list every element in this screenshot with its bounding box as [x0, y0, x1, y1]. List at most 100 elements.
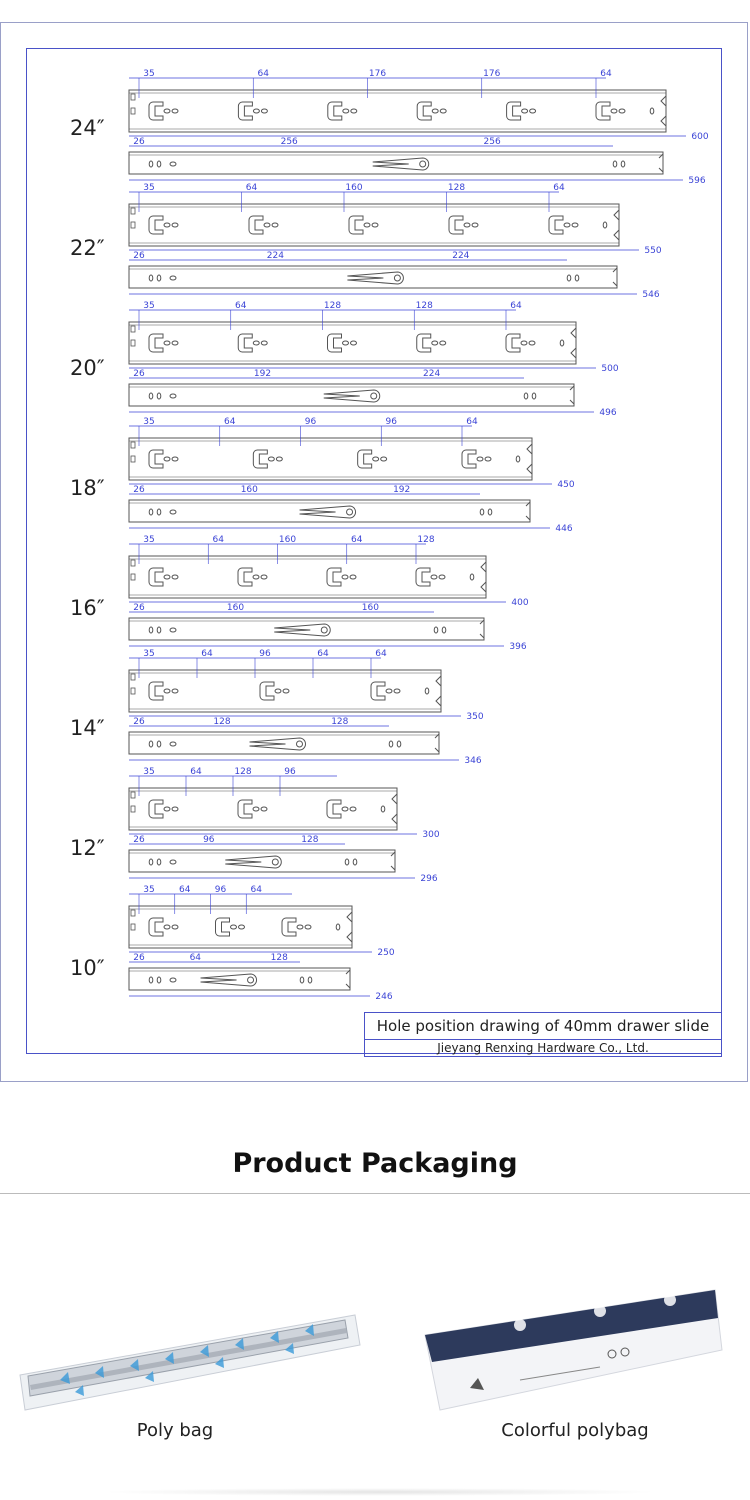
end-notch [526, 443, 533, 475]
outer-length-label: 300 [422, 830, 439, 840]
oval-hole [463, 222, 471, 228]
inner-hole [156, 508, 162, 516]
oval-hole [438, 574, 446, 580]
latch-pivot [393, 274, 401, 282]
inner-dim-label: 128 [213, 717, 230, 727]
outer-dim-label: 64 [201, 649, 213, 659]
u-slot [327, 333, 342, 353]
outer-dim-label: 35 [143, 183, 154, 193]
latch-lever [200, 973, 258, 987]
inner-dim-label: 128 [271, 953, 288, 963]
inner-length-label: 346 [464, 756, 481, 766]
packaging-divider [0, 1193, 750, 1194]
packaging-caption-colorful-polybag: Colorful polybag [501, 1420, 649, 1441]
oval-hole [163, 340, 171, 346]
inner-dim-label: 96 [203, 835, 215, 845]
u-slot [548, 215, 564, 235]
outer-member [128, 669, 442, 713]
inner-notch [434, 733, 440, 753]
outer-dim-label: 96 [284, 767, 296, 777]
u-slot [237, 333, 253, 353]
tab [130, 455, 136, 463]
inner-notch [345, 969, 351, 989]
outer-member [128, 203, 620, 247]
size-label-4: 16″ [70, 596, 105, 620]
inner-dim-label: 26 [133, 369, 145, 379]
outer-dim-label: 128 [448, 183, 465, 193]
outer-dim-label: 64 [251, 885, 263, 895]
inner-notch [569, 385, 575, 405]
outer-dim-label: 35 [143, 301, 154, 311]
inner-hole [169, 741, 177, 747]
oval-hole [342, 340, 349, 346]
oval-hole [275, 456, 283, 462]
tab [130, 441, 136, 449]
latch-lever [323, 389, 381, 403]
outer-length-label: 500 [601, 364, 618, 374]
oval-hole [371, 222, 379, 228]
latch-pivot [370, 392, 378, 400]
inner-dim-label: 256 [281, 137, 298, 147]
inner-dim-label: 26 [133, 603, 145, 613]
oval-hole [363, 222, 371, 228]
latch-pivot [247, 976, 255, 984]
inner-member [128, 499, 531, 523]
inner-dim-label: 224 [452, 251, 469, 261]
outer-member [128, 437, 533, 481]
latch-pivot [296, 740, 303, 748]
oval-hole [528, 340, 536, 346]
inner-hole [156, 976, 162, 984]
inner-dim-label: 26 [133, 717, 145, 727]
inner-hole [148, 976, 154, 984]
u-slot [215, 917, 230, 937]
inner-dim-label: 224 [267, 251, 284, 261]
latch-lever [274, 623, 331, 637]
oval-hole [349, 574, 357, 580]
inner-hole [479, 508, 485, 516]
oval-hole [252, 340, 260, 346]
oval-hole [439, 340, 447, 346]
inner-hole [344, 858, 350, 866]
outer-length-label: 400 [511, 598, 528, 608]
inner-hole [307, 976, 313, 984]
outer-dim-label: 35 [143, 417, 154, 427]
oval-hole [341, 574, 349, 580]
oval-hole [267, 456, 275, 462]
inner-dim-label: 192 [254, 369, 271, 379]
inner-hole [156, 858, 162, 866]
u-slot [326, 567, 342, 587]
oval-hole [304, 924, 312, 930]
inner-dim-label: 160 [362, 603, 379, 613]
inner-hole [148, 274, 154, 282]
oval-hole [238, 924, 245, 930]
inner-hole [156, 160, 162, 168]
u-slot [348, 215, 364, 235]
inner-length-label: 546 [642, 290, 659, 300]
outer-dim-label: 64 [179, 885, 191, 895]
inner-hole [612, 160, 618, 168]
inner-hole [169, 393, 177, 399]
size-label-7: 10″ [70, 956, 105, 980]
drawing-inner-border [26, 48, 722, 1054]
inner-length-label: 446 [555, 524, 572, 534]
inner-dim-label: 256 [484, 137, 501, 147]
inner-hole [169, 627, 177, 633]
inner-dim-label: 64 [190, 953, 202, 963]
oval-hole [484, 456, 492, 462]
outer-dim-label: 64 [600, 69, 612, 79]
inner-hole [487, 508, 493, 516]
end-hole [469, 573, 475, 581]
oval-hole [341, 806, 349, 812]
oval-hole [520, 340, 528, 346]
oval-hole [380, 456, 388, 462]
inner-length-label: 296 [420, 874, 437, 884]
outer-dim-label: 64 [190, 767, 202, 777]
u-slot [237, 567, 253, 587]
inner-hole [148, 740, 154, 748]
latch-pivot [271, 858, 279, 866]
oval-hole [471, 222, 479, 228]
outer-length-label: 600 [691, 132, 708, 142]
outer-dim-label: 176 [369, 69, 386, 79]
outer-dim-label: 96 [259, 649, 271, 659]
